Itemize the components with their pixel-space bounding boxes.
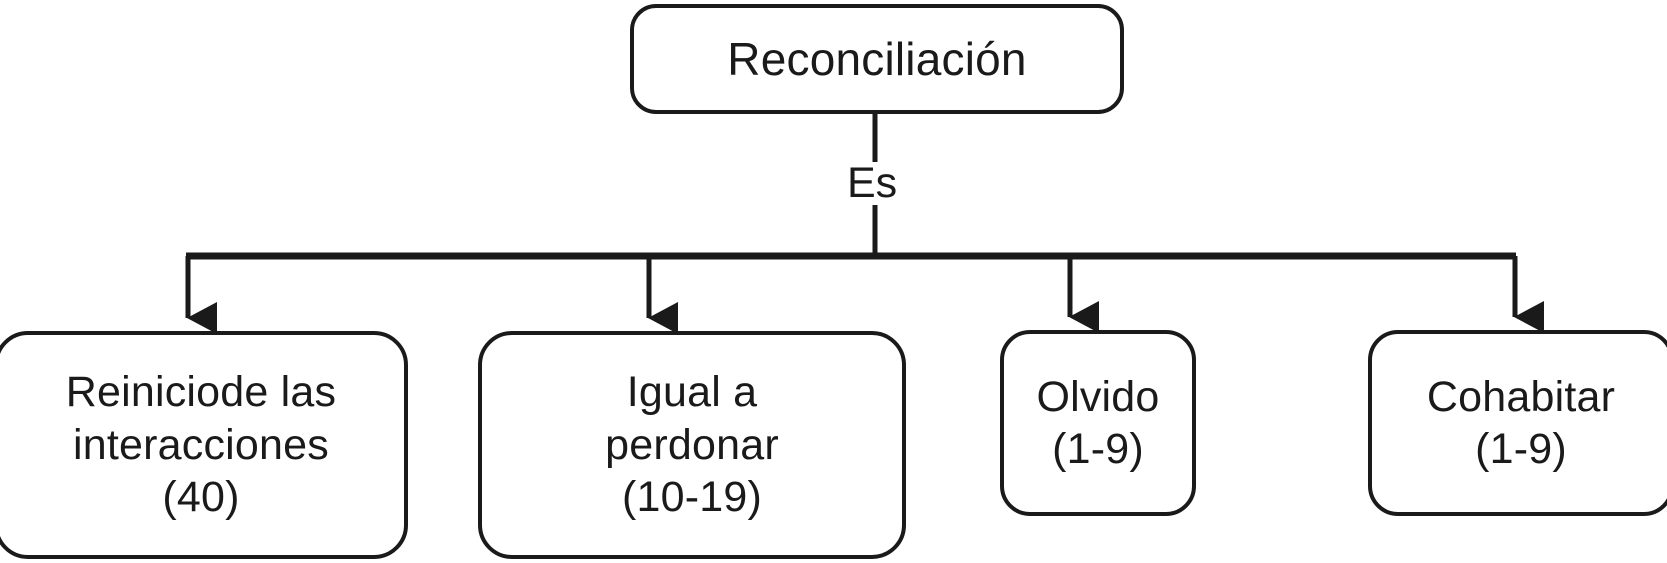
node-igual-a-perdonar[interactable]: Igual a perdonar (10-19): [478, 331, 906, 559]
edge-label-es: Es: [843, 162, 902, 205]
node-child-0-label: Reiniciode las interacciones (40): [65, 368, 337, 522]
node-root-label: Reconciliación: [727, 32, 1027, 85]
node-reconciliacion[interactable]: Reconciliación: [630, 4, 1124, 114]
node-cohabitar[interactable]: Cohabitar (1-9): [1368, 330, 1667, 516]
node-reinicio-interacciones[interactable]: Reiniciode las interacciones (40): [0, 331, 408, 559]
node-child-1-label: Igual a perdonar (10-19): [605, 368, 779, 522]
node-olvido[interactable]: Olvido (1-9): [1000, 330, 1196, 516]
node-child-2-label: Olvido (1-9): [1036, 372, 1160, 473]
node-child-3-label: Cohabitar (1-9): [1426, 372, 1616, 473]
